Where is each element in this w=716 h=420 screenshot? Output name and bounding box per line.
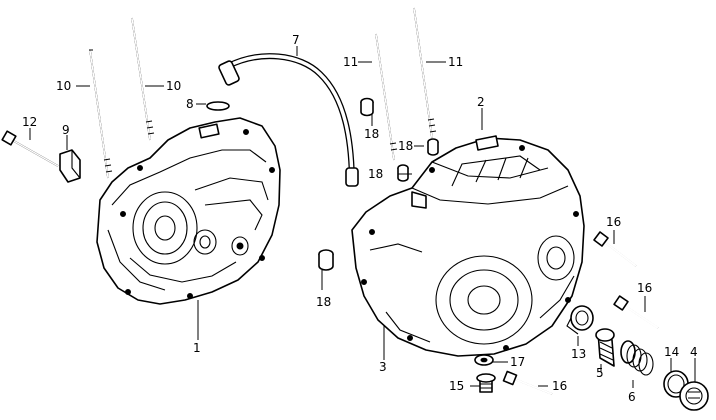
dowel-pin-18-a <box>397 164 409 182</box>
left-crankcase-half <box>96 117 281 305</box>
spring-6 <box>620 340 654 376</box>
callout-10-right: 10 <box>166 79 181 93</box>
callout-labels: 1 2 3 4 5 6 7 8 9 10 10 11 11 12 13 14 1… <box>22 33 698 404</box>
leader-lines <box>29 46 696 388</box>
callout-11-right: 11 <box>448 55 463 69</box>
callout-10-left: 10 <box>56 79 71 93</box>
washer-17 <box>474 354 494 366</box>
callout-16-upper: 16 <box>606 215 621 229</box>
callout-18-right: 18 <box>398 139 413 153</box>
callout-3: 3 <box>379 360 387 374</box>
crankcase-stud-11-right <box>413 7 437 139</box>
callout-12: 12 <box>22 115 37 129</box>
callout-6: 6 <box>628 390 636 404</box>
crankcase-stud-10-left <box>89 49 113 179</box>
callout-16-middle: 16 <box>637 281 652 295</box>
bolt-12 <box>1 130 59 167</box>
callout-18-lower: 18 <box>316 295 331 309</box>
dowel-pin-18-lower-left <box>318 249 334 271</box>
right-crankcase-half <box>351 135 585 357</box>
callout-16-lower: 16 <box>552 379 567 393</box>
bolt-16-upper <box>593 231 637 267</box>
drain-bolt-15 <box>476 373 496 393</box>
callout-8: 8 <box>186 97 194 111</box>
callout-9: 9 <box>62 123 70 137</box>
callout-2: 2 <box>477 95 485 109</box>
callout-14: 14 <box>664 345 679 359</box>
callout-11-left: 11 <box>343 55 358 69</box>
crankcase-stud-10-right <box>131 17 155 141</box>
breather-tube <box>218 53 359 187</box>
callout-7: 7 <box>292 33 300 47</box>
callout-18-upper: 18 <box>364 127 379 141</box>
dowel-pin-18-b <box>427 138 439 156</box>
callout-5: 5 <box>596 366 604 380</box>
callout-4: 4 <box>690 345 698 359</box>
clamp-9 <box>59 149 81 183</box>
callout-15: 15 <box>449 379 464 393</box>
callout-18-middle: 18 <box>368 167 383 181</box>
o-ring <box>206 101 230 111</box>
bolt-16-middle <box>613 295 659 329</box>
callout-13: 13 <box>571 347 586 361</box>
callout-17: 17 <box>510 355 525 369</box>
callout-1: 1 <box>193 341 201 355</box>
oil-seal-13 <box>566 305 594 335</box>
crankcase-stud-11-left <box>375 33 398 161</box>
strainer-screen-5 <box>595 328 615 367</box>
drain-cap-4 <box>679 381 709 411</box>
dowel-pin-18-upper <box>360 97 374 117</box>
bolt-16-lower <box>502 370 553 395</box>
